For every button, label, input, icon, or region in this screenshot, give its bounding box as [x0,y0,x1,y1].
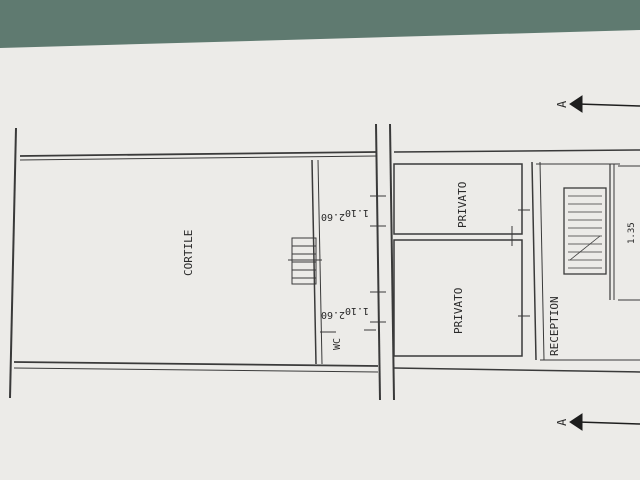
dimension-window-upper-height: 2.60 [321,211,345,222]
dimension-window-upper-sill: 1.10 [345,207,369,218]
wc-label: WC [332,338,343,350]
section-label-bottom: A [555,418,569,426]
courtyard-steps [288,237,322,285]
room-label-private-lower: PRIVATO [452,288,465,334]
room-label-courtyard: CORTILE [182,230,195,276]
room-label-reception: RECEPTION [548,296,561,356]
dimension-stair-width: 1.35 [627,222,637,244]
main-staircase [568,195,602,269]
dimension-window-lower-height: 2.60 [321,309,345,320]
dimension-window-lower-sill: 1.10 [345,305,369,316]
arrow-left-icon [569,413,583,431]
section-label-top: A [555,100,569,108]
room-label-private-upper: PRIVATO [456,182,469,228]
section-markers [569,95,640,431]
arrow-left-icon [569,95,583,113]
plan-walls [9,123,640,401]
